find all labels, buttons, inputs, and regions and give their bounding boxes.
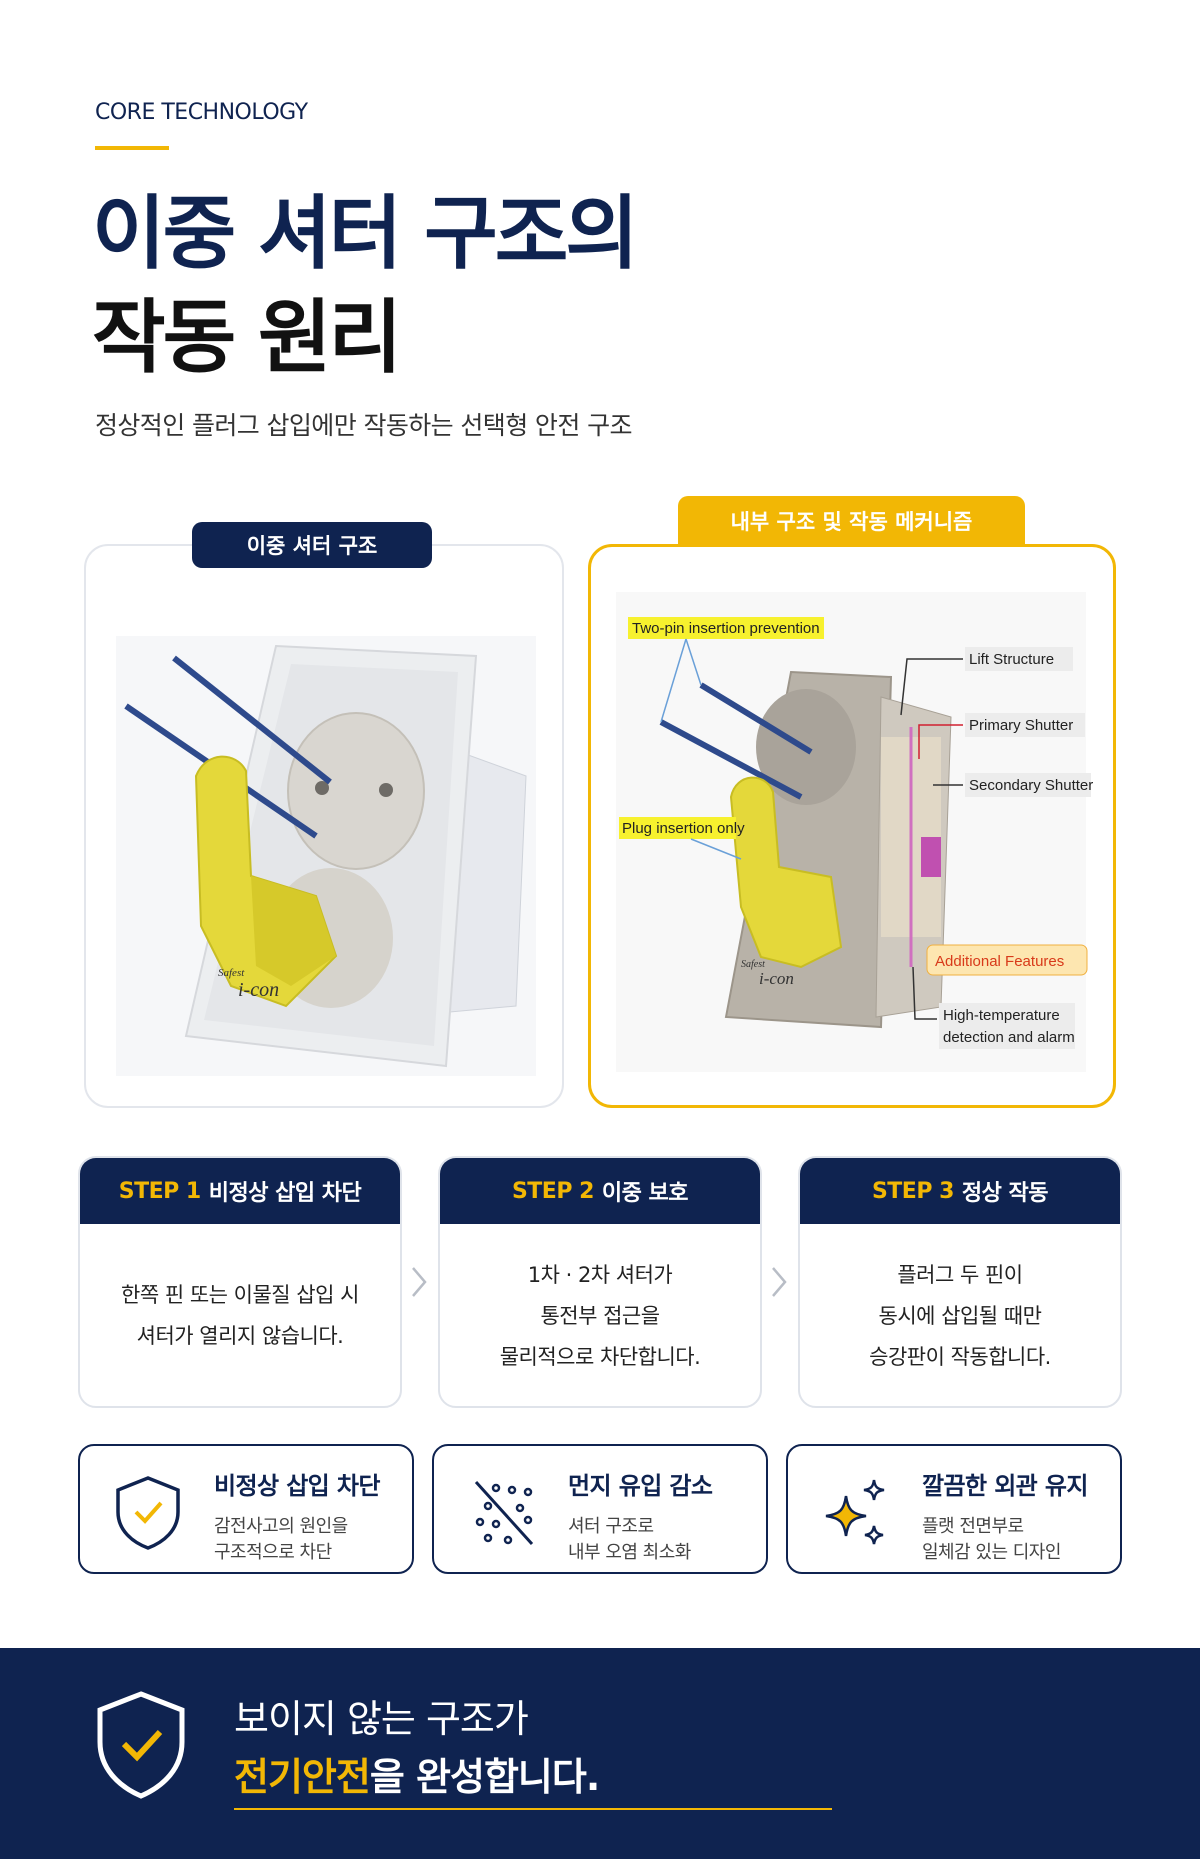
step-3-line: 승강판이 작동합니다. bbox=[869, 1344, 1051, 1369]
brand-logo-left: i-con bbox=[238, 979, 279, 1001]
callout-lift: Lift Structure bbox=[969, 651, 1054, 668]
step-1-line: 셔터가 열리지 않습니다. bbox=[136, 1324, 344, 1348]
step-3-title: 정상 작동 bbox=[961, 1181, 1049, 1206]
step-card-1: STEP 1 비정상 삽입 차단 한쪽 핀 또는 이물질 삽입 시 셔터가 열리… bbox=[78, 1156, 402, 1408]
feature-desc-line: 내부 오염 최소화 bbox=[568, 1542, 691, 1563]
callout-secondary: Secondary Shutter bbox=[969, 777, 1093, 794]
chevron-right-icon bbox=[772, 1267, 787, 1297]
shield-check-icon bbox=[97, 1691, 185, 1799]
feature-desc: 플랫 전면부로 일체감 있는 디자인 bbox=[922, 1514, 1061, 1566]
callout-plug-only: Plug insertion only bbox=[622, 820, 745, 837]
feature-desc-line: 일체감 있는 디자인 bbox=[922, 1542, 1061, 1563]
sparkle-icon bbox=[825, 1479, 885, 1545]
bottom-banner: 보이지 않는 구조가 전기안전을 완성합니다. bbox=[0, 1648, 1200, 1859]
dust-slash-icon bbox=[474, 1480, 534, 1546]
brand-small-left: Safest bbox=[218, 967, 245, 979]
callout-primary: Primary Shutter bbox=[969, 717, 1073, 734]
step-card-2: STEP 2 이중 보호 1차 · 2차 셔터가 통전부 접근을 물리적으로 차… bbox=[438, 1156, 762, 1408]
feature-desc: 셔터 구조로 내부 오염 최소화 bbox=[568, 1514, 691, 1566]
step-1-header: STEP 1 비정상 삽입 차단 bbox=[80, 1158, 400, 1224]
step-2-body: 1차 · 2차 셔터가 통전부 접근을 물리적으로 차단합니다. bbox=[440, 1224, 760, 1406]
banner-underline bbox=[234, 1808, 832, 1810]
brand-logo-right: i-con bbox=[759, 969, 794, 988]
step-1-number: STEP 1 bbox=[118, 1178, 201, 1204]
feature-desc-line: 구조적으로 차단 bbox=[214, 1542, 332, 1563]
outlet-illustration: Safest i-con bbox=[116, 636, 536, 1076]
feature-desc: 감전사고의 원인을 구조적으로 차단 bbox=[214, 1514, 348, 1566]
step-1-line: 한쪽 핀 또는 이물질 삽입 시 bbox=[121, 1283, 359, 1307]
banner-line2: 전기안전을 완성합니다. bbox=[234, 1746, 600, 1801]
page-subtitle: 정상적인 플러그 삽입에만 작동하는 선택형 안전 구조 bbox=[95, 411, 632, 440]
callout-additional: Additional Features bbox=[935, 953, 1064, 970]
step-3-number: STEP 3 bbox=[871, 1178, 954, 1204]
banner-line1: 보이지 않는 구조가 bbox=[234, 1697, 529, 1741]
step-2-line: 물리적으로 차단합니다. bbox=[499, 1344, 701, 1369]
step-2-line: 통전부 접근을 bbox=[540, 1303, 660, 1328]
brand-small-right: Safest bbox=[741, 959, 765, 970]
banner-line2-rest: 을 완성합니다. bbox=[369, 1755, 600, 1799]
page-title: 이중 셔터 구조의 작동 원리 bbox=[92, 182, 639, 390]
step-2-line: 1차 · 2차 셔터가 bbox=[527, 1262, 673, 1287]
step-card-3: STEP 3 정상 작동 플러그 두 핀이 동시에 삽입될 때만 승강판이 작동… bbox=[798, 1156, 1122, 1408]
feature-card-clean: 깔끔한 외관 유지 플랫 전면부로 일체감 있는 디자인 bbox=[786, 1444, 1122, 1574]
shield-check-icon bbox=[116, 1476, 180, 1550]
step-1-body: 한쪽 핀 또는 이물질 삽입 시 셔터가 열리지 않습니다. bbox=[80, 1224, 400, 1406]
mechanism-illustration: Safest i-con Two-pin insertion preventio… bbox=[616, 592, 1093, 1072]
chevron-right-icon bbox=[412, 1267, 427, 1297]
left-panel-tag: 이중 셔터 구조 bbox=[192, 522, 432, 568]
callout-high-temp-1: High-temperature bbox=[943, 1007, 1060, 1024]
step-3-line: 동시에 삽입될 때만 bbox=[878, 1303, 1042, 1328]
feature-title: 깔끔한 외관 유지 bbox=[922, 1472, 1088, 1500]
feature-desc-line: 감전사고의 원인을 bbox=[214, 1516, 348, 1537]
step-3-line: 플러그 두 핀이 bbox=[897, 1262, 1023, 1287]
feature-card-dust: 먼지 유입 감소 셔터 구조로 내부 오염 최소화 bbox=[432, 1444, 768, 1574]
eyebrow-underline bbox=[95, 146, 169, 150]
callout-high-temp-2: detection and alarm bbox=[943, 1029, 1075, 1046]
eyebrow: CORE TECHNOLOGY bbox=[95, 100, 308, 125]
feature-title: 먼지 유입 감소 bbox=[568, 1472, 713, 1500]
step-2-header: STEP 2 이중 보호 bbox=[440, 1158, 760, 1224]
step-3-body: 플러그 두 핀이 동시에 삽입될 때만 승강판이 작동합니다. bbox=[800, 1224, 1120, 1406]
feature-desc-line: 셔터 구조로 bbox=[568, 1516, 654, 1537]
banner-highlight: 전기안전 bbox=[234, 1755, 371, 1799]
step-1-title: 비정상 삽입 차단 bbox=[208, 1181, 362, 1206]
page-title-line1: 이중 셔터 구조의 bbox=[92, 187, 639, 280]
step-3-header: STEP 3 정상 작동 bbox=[800, 1158, 1120, 1224]
feature-desc-line: 플랫 전면부로 bbox=[922, 1516, 1024, 1537]
step-2-title: 이중 보호 bbox=[601, 1181, 689, 1206]
feature-title: 비정상 삽입 차단 bbox=[214, 1472, 380, 1500]
right-panel-tag: 내부 구조 및 작동 메커니즘 bbox=[678, 496, 1025, 546]
mechanism-image-panel: Safest i-con Two-pin insertion preventio… bbox=[588, 544, 1116, 1108]
callout-two-pin: Two-pin insertion prevention bbox=[632, 620, 820, 637]
step-2-number: STEP 2 bbox=[511, 1178, 594, 1204]
page-title-line2: 작동 원리 bbox=[92, 291, 402, 384]
dual-shutter-image-panel: Safest i-con bbox=[84, 544, 564, 1108]
feature-card-block: 비정상 삽입 차단 감전사고의 원인을 구조적으로 차단 bbox=[78, 1444, 414, 1574]
